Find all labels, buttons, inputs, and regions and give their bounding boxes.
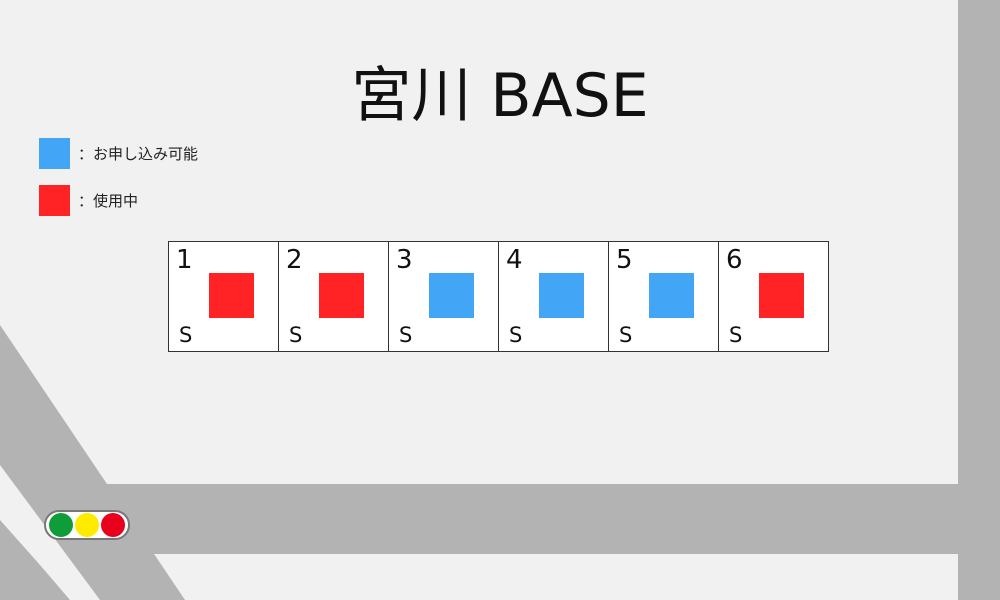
space-number: 4 — [506, 245, 523, 275]
legend-swatch-in-use — [39, 184, 70, 216]
space-number: 3 — [396, 245, 413, 275]
parking-lot: 1 S 2 S 3 S 4 S 5 S 6 S — [168, 241, 829, 352]
space-status-indicator — [429, 273, 474, 318]
space-status-indicator — [209, 273, 254, 318]
space-size-label: S — [619, 323, 633, 347]
space-number: 1 — [176, 245, 193, 275]
legend-item-available: ：お申し込み可能 — [39, 137, 198, 169]
parking-space-6[interactable]: 6 S — [719, 241, 829, 352]
red-light-icon — [101, 513, 125, 537]
parking-space-3[interactable]: 3 S — [389, 241, 499, 352]
space-size-label: S — [289, 323, 303, 347]
parking-space-4[interactable]: 4 S — [499, 241, 609, 352]
yellow-light-icon — [75, 513, 99, 537]
map-title: 宮川 BASE — [351, 61, 649, 131]
parking-space-1[interactable]: 1 S — [169, 241, 279, 352]
legend-label-available: ：お申し込み可能 — [78, 144, 199, 163]
space-size-label: S — [399, 323, 413, 347]
space-number: 2 — [286, 245, 303, 275]
road-corner-bottom-left — [0, 520, 70, 600]
traffic-signal-icon — [44, 510, 130, 540]
space-status-indicator — [539, 273, 584, 318]
parking-space-2[interactable]: 2 S — [279, 241, 389, 352]
legend-label-in-use: ：使用中 — [78, 191, 139, 210]
legend-swatch-available — [39, 137, 70, 169]
space-number: 5 — [616, 245, 633, 275]
road-horizontal — [100, 484, 1000, 554]
space-status-indicator — [649, 273, 694, 318]
space-status-indicator — [319, 273, 364, 318]
green-light-icon — [49, 513, 73, 537]
parking-space-5[interactable]: 5 S — [609, 241, 719, 352]
legend-item-in-use: ：使用中 — [39, 184, 138, 216]
road-diagonal — [0, 325, 185, 600]
space-status-indicator — [759, 273, 804, 318]
space-size-label: S — [729, 323, 743, 347]
space-number: 6 — [726, 245, 743, 275]
space-size-label: S — [179, 323, 193, 347]
space-size-label: S — [509, 323, 523, 347]
